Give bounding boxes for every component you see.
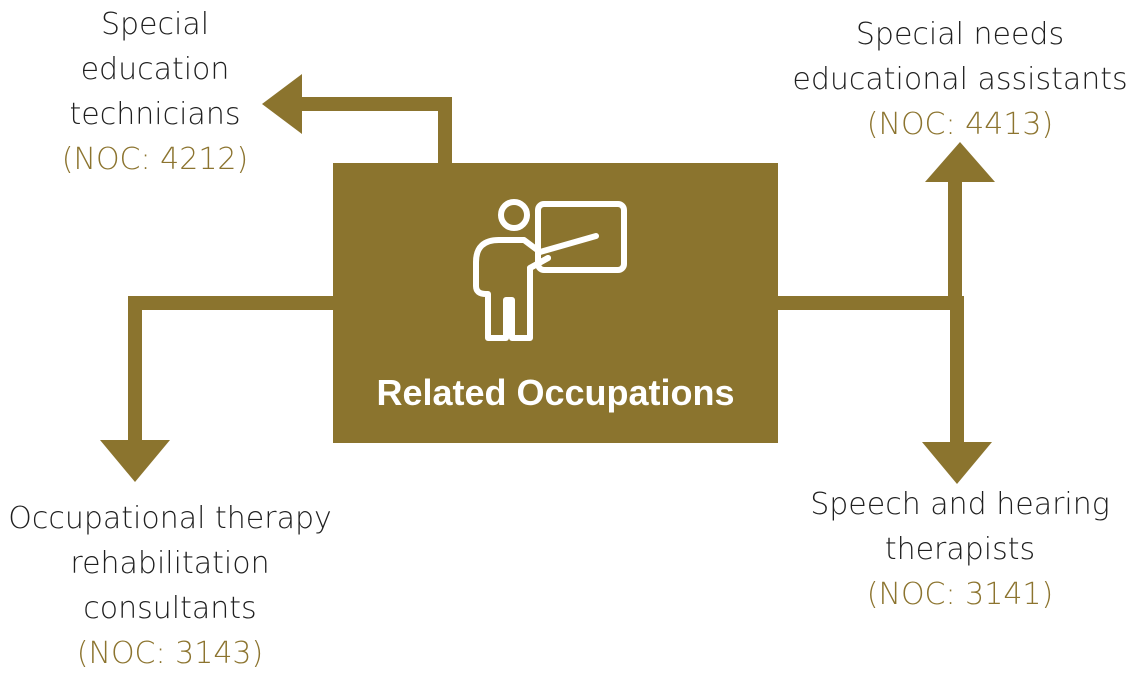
occupation-bottom-left: Occupational therapy rehabilitation cons… (0, 496, 340, 676)
occupation-top-left: Special education technicians (NOC: 4212… (20, 2, 290, 182)
center-box (333, 163, 778, 443)
arrowhead-down-right (922, 442, 992, 484)
arrowhead-left (262, 74, 302, 134)
occupation-name-line: educational assistants (792, 62, 1128, 97)
occupation-name-line: Speech and hearing (810, 487, 1110, 522)
occupation-name-line: Occupational therapy (8, 501, 332, 536)
occupation-name-line: technicians (69, 97, 241, 132)
connectors (100, 74, 995, 484)
teacher-at-board-icon (473, 199, 627, 341)
occupation-name-line: Special needs (855, 17, 1065, 52)
noc-code: (NOC: 3141) (866, 577, 1054, 612)
occupation-name-line: rehabilitation (70, 546, 270, 581)
connector-bottom-left-vertical (128, 296, 142, 442)
connector-bottom-left-horizontal (128, 296, 335, 310)
occupation-top-right: Special needs educational assistants (NO… (790, 12, 1130, 147)
occupation-name-line: therapists (884, 532, 1036, 567)
occupation-name-line: education (80, 52, 230, 87)
arrowhead-down-left (100, 440, 170, 482)
occupation-name-line: Special (100, 7, 210, 42)
arrowhead-up-right (925, 142, 995, 182)
connector-right-horizontal (776, 296, 958, 310)
occupation-name-line: consultants (83, 591, 257, 626)
noc-code: (NOC: 4212) (61, 142, 249, 177)
noc-code: (NOC: 4413) (866, 107, 1054, 142)
connector-top-left-horizontal (300, 97, 452, 111)
occupation-bottom-right: Speech and hearing therapists (NOC: 3141… (790, 482, 1130, 617)
connector-right-vertical-down (950, 296, 964, 446)
connector-right-vertical-up (948, 178, 962, 310)
connector-top-left-vertical (438, 97, 452, 165)
noc-code: (NOC: 3143) (76, 636, 264, 671)
center-title: Related Occupations (376, 372, 735, 413)
